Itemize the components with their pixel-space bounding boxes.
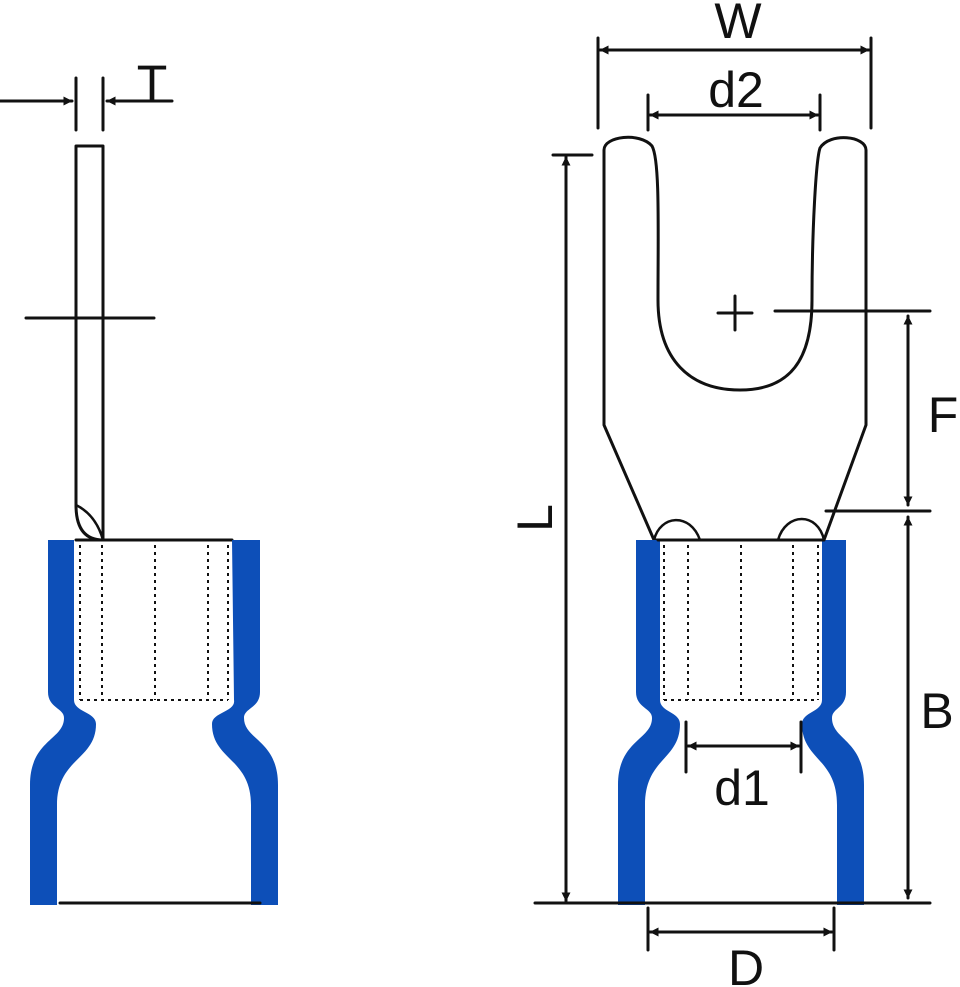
front-view: W d2 L F bbox=[507, 0, 958, 987]
label-T: T bbox=[137, 55, 168, 111]
side-view: T bbox=[0, 55, 278, 905]
label-d1: d1 bbox=[714, 760, 770, 816]
side-sleeve-right-wall bbox=[212, 540, 278, 905]
barrel-length-dimension: B bbox=[903, 515, 954, 900]
label-D: D bbox=[728, 940, 764, 987]
side-blade bbox=[24, 144, 234, 542]
label-L: L bbox=[507, 504, 563, 532]
side-sleeve-left-wall bbox=[30, 540, 96, 905]
front-insulation-sleeve bbox=[618, 538, 864, 905]
fork-depth-dimension: F bbox=[824, 314, 959, 513]
front-sleeve-right-wall bbox=[802, 540, 864, 905]
stud-diameter-dimension: d2 bbox=[646, 62, 822, 132]
front-sleeve-left-wall bbox=[618, 540, 680, 905]
wire-barrel-diameter-dimension: d1 bbox=[684, 720, 803, 816]
label-F: F bbox=[928, 387, 959, 443]
thickness-dimension: T bbox=[0, 55, 174, 132]
spade-fork bbox=[602, 135, 932, 542]
side-insulation-sleeve bbox=[30, 540, 278, 905]
label-d2: d2 bbox=[708, 62, 764, 118]
label-W: W bbox=[714, 0, 762, 49]
length-dimension: L bbox=[507, 153, 594, 903]
label-B: B bbox=[920, 683, 953, 739]
width-dimension: W bbox=[596, 0, 873, 130]
sleeve-diameter-dimension: D bbox=[533, 901, 932, 987]
